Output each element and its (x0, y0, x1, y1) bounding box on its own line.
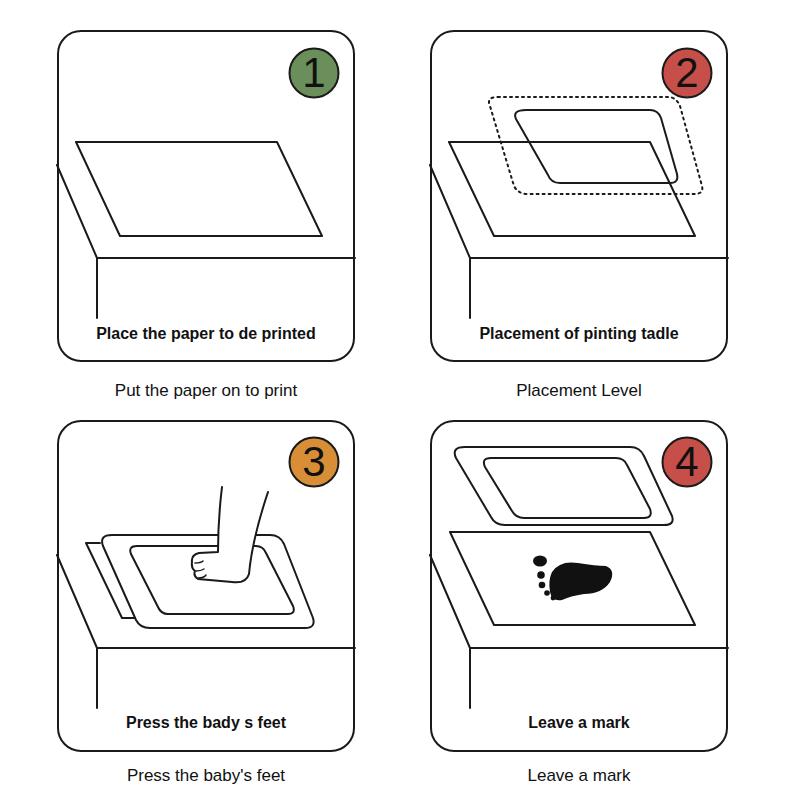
badge-holder: 3 (288, 436, 340, 488)
tray-outer (455, 447, 673, 525)
step-caption: Leave a mark (432, 714, 726, 732)
step-subcaption: Placement Level (412, 381, 746, 401)
callout-number: 1 (302, 49, 325, 97)
step-panel: Leave a markLeave a mark4 (430, 420, 728, 752)
paper (450, 532, 695, 625)
step-subcaption: Press the baby's feet (39, 766, 373, 786)
callout-number: 3 (302, 438, 325, 486)
paper (449, 142, 695, 236)
tray-outer (102, 535, 314, 628)
callout-number: 4 (675, 438, 698, 486)
step-panel: Press the bady s feetPress the baby's fe… (57, 420, 355, 752)
tray-inner (484, 458, 651, 518)
baby-leg (192, 487, 268, 582)
badge-holder: 4 (661, 436, 713, 488)
step-panel: Place the paper to de printedPut the pap… (57, 30, 355, 362)
step-caption: Press the bady s feet (59, 714, 353, 732)
badge-circle-shape (663, 438, 712, 487)
table (57, 165, 355, 318)
paper (76, 142, 322, 236)
step-number-badge: 2 (661, 47, 713, 99)
badge-circle-shape (290, 438, 339, 487)
tray-dotted (489, 97, 702, 194)
footprint (533, 556, 612, 601)
tray-inner (515, 110, 677, 183)
step-number-badge: 1 (288, 47, 340, 99)
table (430, 555, 728, 708)
step-caption: Place the paper to de printed (59, 325, 353, 343)
badge-holder: 2 (661, 47, 713, 99)
badge-circle-shape (290, 49, 339, 98)
step-subcaption: Leave a mark (412, 766, 746, 786)
baby-toes (195, 561, 206, 578)
callout-number: 2 (675, 49, 698, 97)
step-caption: Placement of pinting tadle (432, 325, 726, 343)
step-subcaption: Put the paper on to print (39, 381, 373, 401)
table (430, 165, 728, 318)
step-number-badge: 4 (661, 436, 713, 488)
step-panel: Placement of pinting tadlePlacement Leve… (430, 30, 728, 362)
badge-holder: 1 (288, 47, 340, 99)
badge-circle-shape (663, 49, 712, 98)
step-number-badge: 3 (288, 436, 340, 488)
